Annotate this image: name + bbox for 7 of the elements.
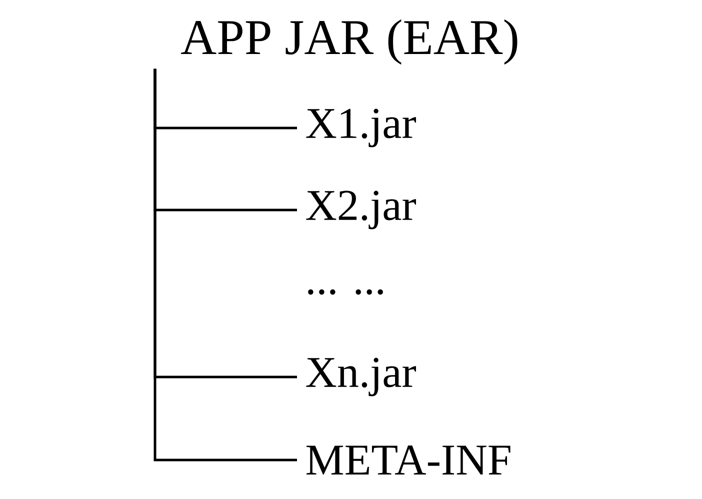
tree-item: Xn.jar [306,358,416,396]
root-label: APP JAR (EAR) [181,19,518,65]
tree-item: X1.jar [306,108,416,148]
tree-item: X2.jar [306,190,416,230]
ellipsis-label: ... ... [308,289,383,295]
tree-item: META-INF [306,445,510,475]
tree-connector [154,68,297,462]
